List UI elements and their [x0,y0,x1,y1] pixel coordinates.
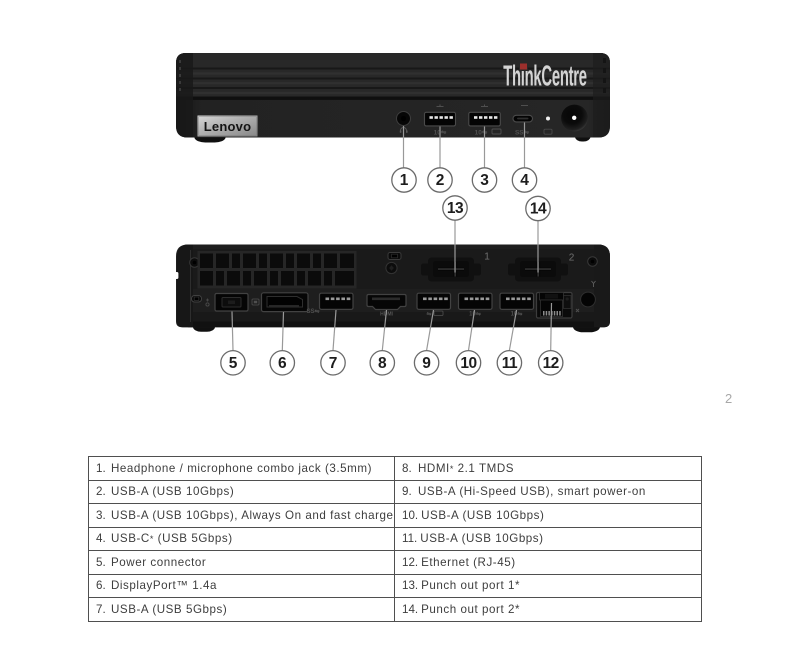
svg-text:12: 12 [543,355,559,372]
svg-text:9: 9 [422,355,431,372]
svg-text:14: 14 [530,201,547,218]
svg-text:SS⇋: SS⇋ [306,307,319,315]
svg-text:6: 6 [278,355,287,372]
svg-text:10⇋: 10⇋ [469,310,481,318]
svg-text:Lenovo: Lenovo [204,119,251,134]
svg-text:⇋: ⇋ [426,310,431,318]
svg-text:10⇋: 10⇋ [475,129,488,137]
svg-text:10: 10 [460,355,476,372]
svg-text:10⇋: 10⇋ [511,310,523,318]
svg-text:1: 1 [400,172,409,189]
svg-text:13: 13 [447,200,464,217]
svg-text:SS⇋: SS⇋ [515,129,530,137]
svg-text:2: 2 [436,172,445,189]
svg-text:2: 2 [569,253,575,264]
svg-text:8: 8 [378,355,387,372]
svg-text:ThinkCentre: ThinkCentre [503,59,587,92]
svg-text:3: 3 [480,172,489,189]
svg-text:4: 4 [520,172,529,189]
svg-text:HDMI: HDMI [380,312,393,318]
svg-text:5: 5 [229,355,238,372]
svg-text:7: 7 [329,355,338,372]
svg-text:11: 11 [502,355,518,372]
svg-text:1: 1 [484,252,490,263]
